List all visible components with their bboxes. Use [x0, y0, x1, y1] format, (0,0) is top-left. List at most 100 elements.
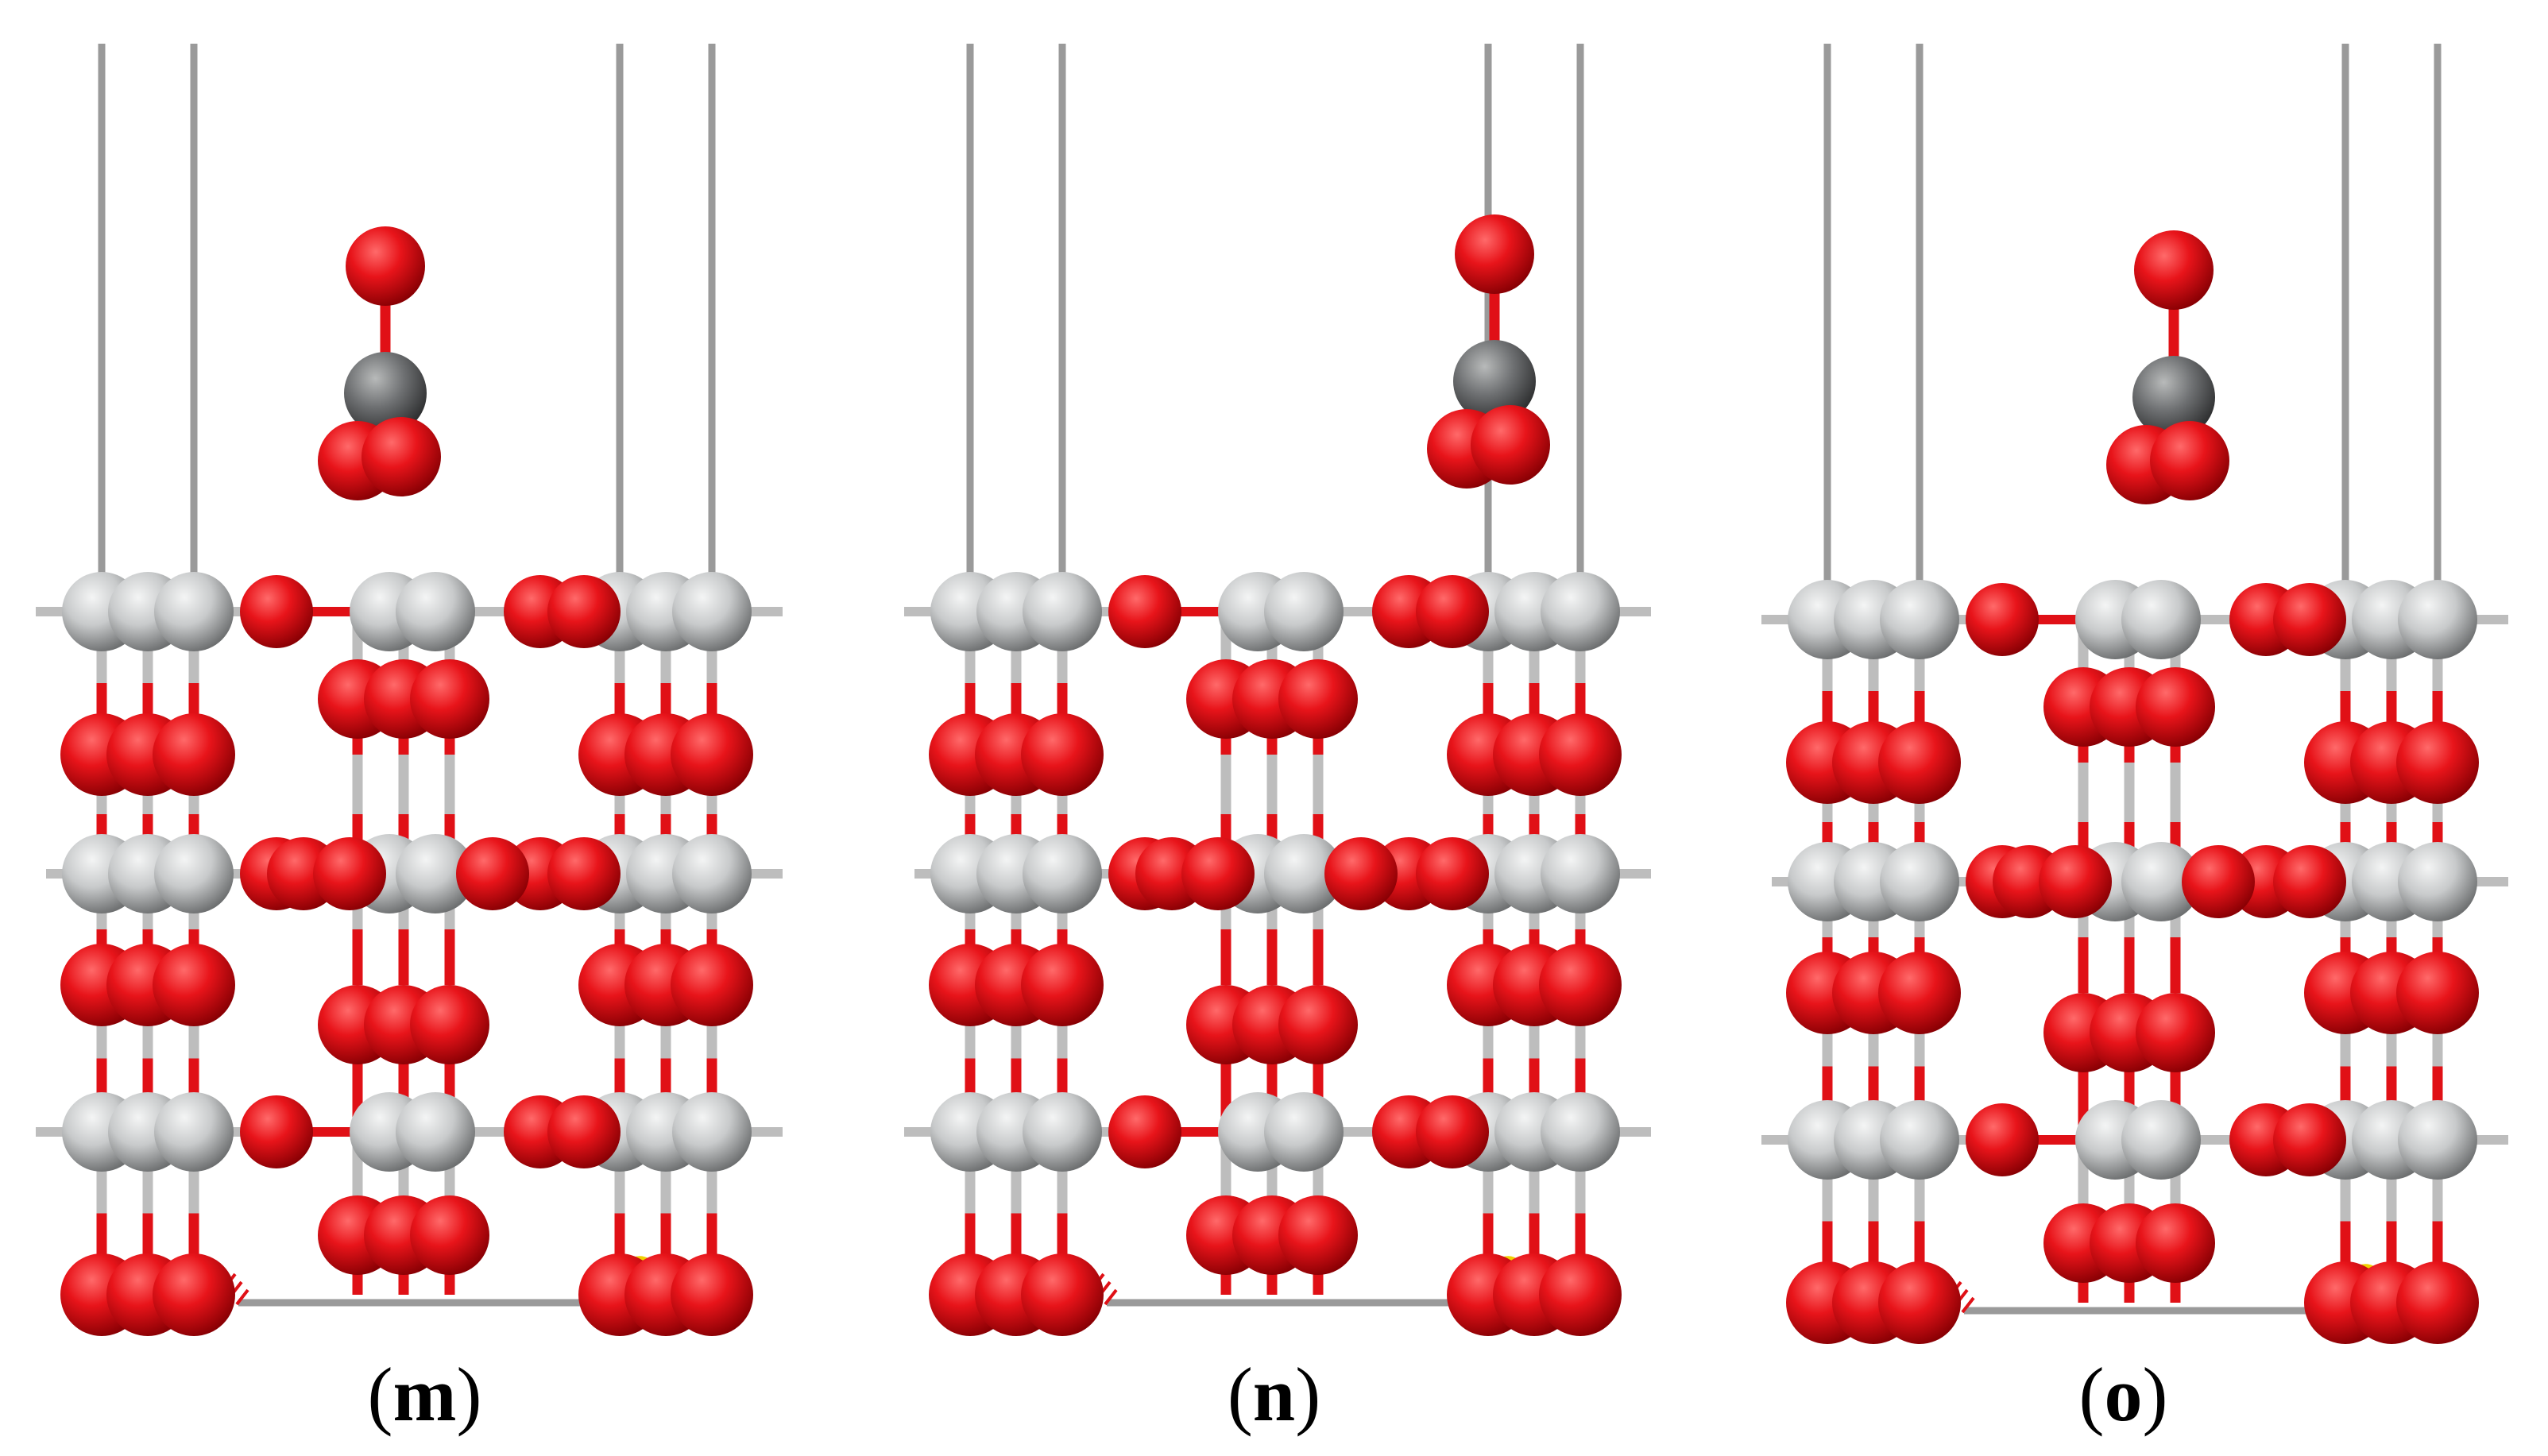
- oxygen-atom-top: [1455, 214, 1534, 294]
- oxygen-atom: [1539, 713, 1622, 796]
- oxygen-atom: [671, 944, 753, 1026]
- oxygen-atom: [2039, 845, 2112, 918]
- oxygen-atom: [547, 1095, 621, 1168]
- oxygen-atom: [240, 1095, 313, 1168]
- metal-atom: [1264, 1092, 1344, 1172]
- oxygen-atom: [153, 713, 235, 796]
- metal-atom: [1541, 1092, 1620, 1172]
- metal-atom: [2121, 1100, 2201, 1180]
- oxygen-atom: [2136, 993, 2215, 1072]
- oxygen-atom: [153, 1253, 235, 1336]
- metal-atom: [2398, 842, 2477, 921]
- carbon-atom: [2132, 356, 2215, 438]
- oxygen-atom: [1878, 952, 1961, 1034]
- oxygen-atom: [547, 575, 621, 648]
- oxygen-atom: [2273, 845, 2346, 918]
- panel-n: (n): [849, 0, 1699, 1456]
- slab-structure-n: [904, 44, 1651, 1336]
- oxygen-atom: [153, 944, 235, 1026]
- oxygen-atom: [2136, 1203, 2215, 1283]
- metal-atom: [2398, 1100, 2477, 1180]
- carbon-atom: [344, 352, 427, 434]
- oxygen-atom: [410, 1195, 489, 1275]
- oxygen-atom-top: [346, 226, 425, 306]
- oxygen-atom: [2273, 583, 2346, 656]
- oxygen-atom: [1278, 659, 1358, 739]
- metal-atom: [1264, 834, 1344, 913]
- oxygen-atom: [1539, 1253, 1622, 1336]
- oxygen-atom: [1878, 721, 1961, 804]
- caption-m: (m): [367, 1352, 482, 1437]
- atoms: [929, 572, 1622, 1336]
- oxygen-atom: [1966, 583, 2039, 656]
- oxygen-atom: [240, 575, 313, 648]
- oxygen-atom: [313, 837, 386, 910]
- metal-atom: [1023, 1092, 1102, 1172]
- metal-atom: [396, 1092, 475, 1172]
- oxygen-atom: [1416, 575, 1489, 648]
- oxygen-atom: [1108, 1095, 1181, 1168]
- metal-atom: [154, 1092, 234, 1172]
- oxygen-atom: [2396, 1261, 2479, 1344]
- oxygen-atom: [1324, 837, 1398, 910]
- oxygen-atom: [410, 985, 489, 1064]
- oxygen-atom: [1539, 944, 1622, 1026]
- oxygen-atom-top: [2134, 230, 2214, 310]
- oxygen-atom: [1878, 1261, 1961, 1344]
- oxygen-atom-lower-right: [362, 417, 441, 496]
- adsorbate-molecule: [318, 226, 441, 500]
- metal-atom: [154, 834, 234, 913]
- oxygen-atom: [1416, 1095, 1489, 1168]
- carbon-atom: [1453, 340, 1536, 423]
- oxygen-atom: [1108, 575, 1181, 648]
- metal-atom: [1880, 842, 1959, 921]
- oxygen-atom: [456, 837, 529, 910]
- panel-m: (m): [0, 0, 849, 1456]
- oxygen-atom: [1021, 1253, 1104, 1336]
- adsorbate-molecule: [2106, 230, 2229, 504]
- metal-atom: [2121, 842, 2201, 921]
- cell-lines: [98, 44, 716, 1307]
- metal-atom: [672, 1092, 752, 1172]
- metal-atom: [396, 834, 475, 913]
- slab-structure-m: [36, 44, 783, 1336]
- metal-atom: [672, 572, 752, 651]
- oxygen-atom: [2396, 721, 2479, 804]
- atoms: [60, 572, 753, 1336]
- oxygen-atom: [2273, 1103, 2346, 1176]
- oxygen-atom: [2136, 667, 2215, 747]
- oxygen-atom: [1181, 837, 1255, 910]
- oxygen-atom-lower-right: [2150, 421, 2229, 500]
- oxygen-atom: [547, 837, 621, 910]
- slab-structure-o: [1761, 44, 2508, 1344]
- panel-o: (o): [1699, 0, 2548, 1456]
- metal-atom: [1541, 572, 1620, 651]
- oxygen-atom: [671, 713, 753, 796]
- metal-atom: [672, 834, 752, 913]
- metal-atom: [2398, 580, 2477, 659]
- caption-n: (n): [1227, 1352, 1321, 1437]
- metal-atom: [1023, 572, 1102, 651]
- metal-atom: [1264, 572, 1344, 651]
- metal-atom: [2121, 580, 2201, 659]
- metal-atom: [1880, 580, 1959, 659]
- metal-atom: [396, 572, 475, 651]
- oxygen-atom: [1021, 944, 1104, 1026]
- oxygen-atom: [410, 659, 489, 739]
- metal-atom: [1541, 834, 1620, 913]
- caption-o: (o): [2078, 1352, 2168, 1437]
- oxygen-atom: [2182, 845, 2255, 918]
- oxygen-atom: [1278, 1195, 1358, 1275]
- oxygen-atom: [2396, 952, 2479, 1034]
- adsorbate-molecule: [1427, 214, 1550, 489]
- oxygen-atom: [671, 1253, 753, 1336]
- oxygen-atom: [1278, 985, 1358, 1064]
- oxygen-atom: [1021, 713, 1104, 796]
- metal-atom: [154, 572, 234, 651]
- oxygen-atom-lower-right: [1471, 405, 1550, 485]
- oxygen-atom: [1416, 837, 1489, 910]
- oxygen-atom: [1966, 1103, 2039, 1176]
- metal-atom: [1023, 834, 1102, 913]
- metal-atom: [1880, 1100, 1959, 1180]
